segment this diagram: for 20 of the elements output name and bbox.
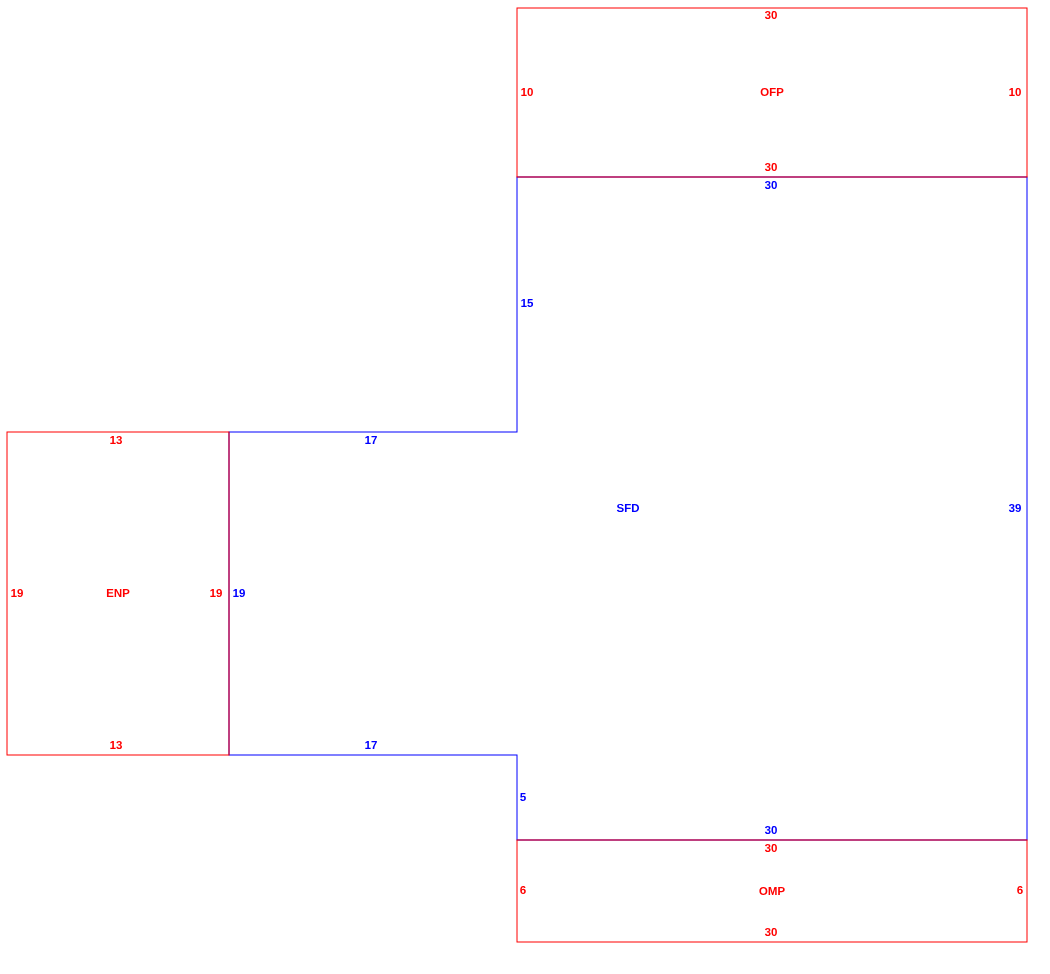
dimension-label: 30 <box>764 927 777 937</box>
dimension-label: 6 <box>520 885 526 895</box>
dimension-label: 5 <box>520 793 526 801</box>
dimension-label: 13 <box>110 435 122 445</box>
dimension-label: 10 <box>1009 87 1021 97</box>
dimension-label: 30 <box>764 843 777 853</box>
dimension-label: 30 <box>764 180 777 190</box>
dimension-label: 30 <box>764 162 777 172</box>
dimension-label: 39 <box>1008 503 1021 513</box>
dimension-label: 15 <box>521 299 534 307</box>
dimension-label: 17 <box>365 741 377 749</box>
dimension-label: 19 <box>233 588 245 598</box>
dimension-label: 6 <box>1017 885 1023 895</box>
dimension-label: 17 <box>365 436 377 444</box>
dimension-label: 10 <box>521 87 533 97</box>
dimension-label: 30 <box>764 825 777 835</box>
dimension-label: 13 <box>110 740 122 750</box>
dimension-label: 30 <box>764 10 777 20</box>
dimension-label: 19 <box>210 588 222 598</box>
dimension-label: 19 <box>11 588 23 598</box>
